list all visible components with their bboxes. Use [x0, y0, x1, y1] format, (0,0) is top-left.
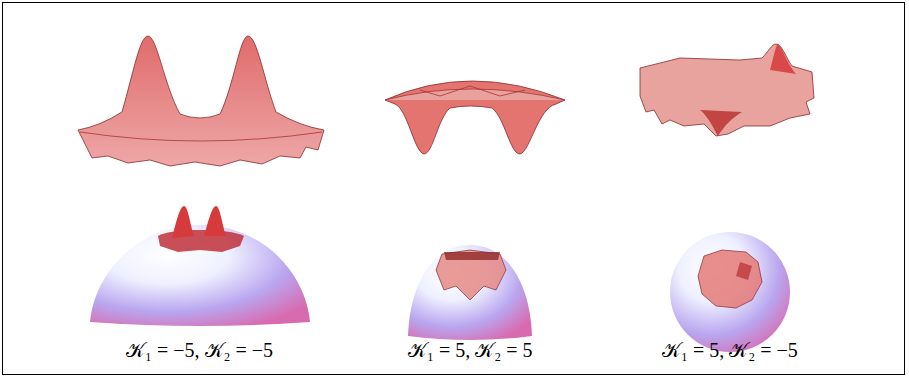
- parameter-label: 𝒦₁ = 5, 𝒦₂ = 5: [408, 338, 533, 362]
- sphere-ball: [670, 232, 790, 352]
- sphere-dome: [408, 245, 532, 340]
- parameter-label: 𝒦₁ = −5, 𝒦₂ = −5: [126, 338, 273, 362]
- surface-peak-trough: [640, 44, 814, 136]
- parameter-label: 𝒦₁ = 5, 𝒦₂ = −5: [662, 338, 798, 362]
- surface-two-peaks: [78, 36, 324, 166]
- surface-two-troughs: [385, 81, 565, 154]
- sphere-dome: [90, 206, 310, 326]
